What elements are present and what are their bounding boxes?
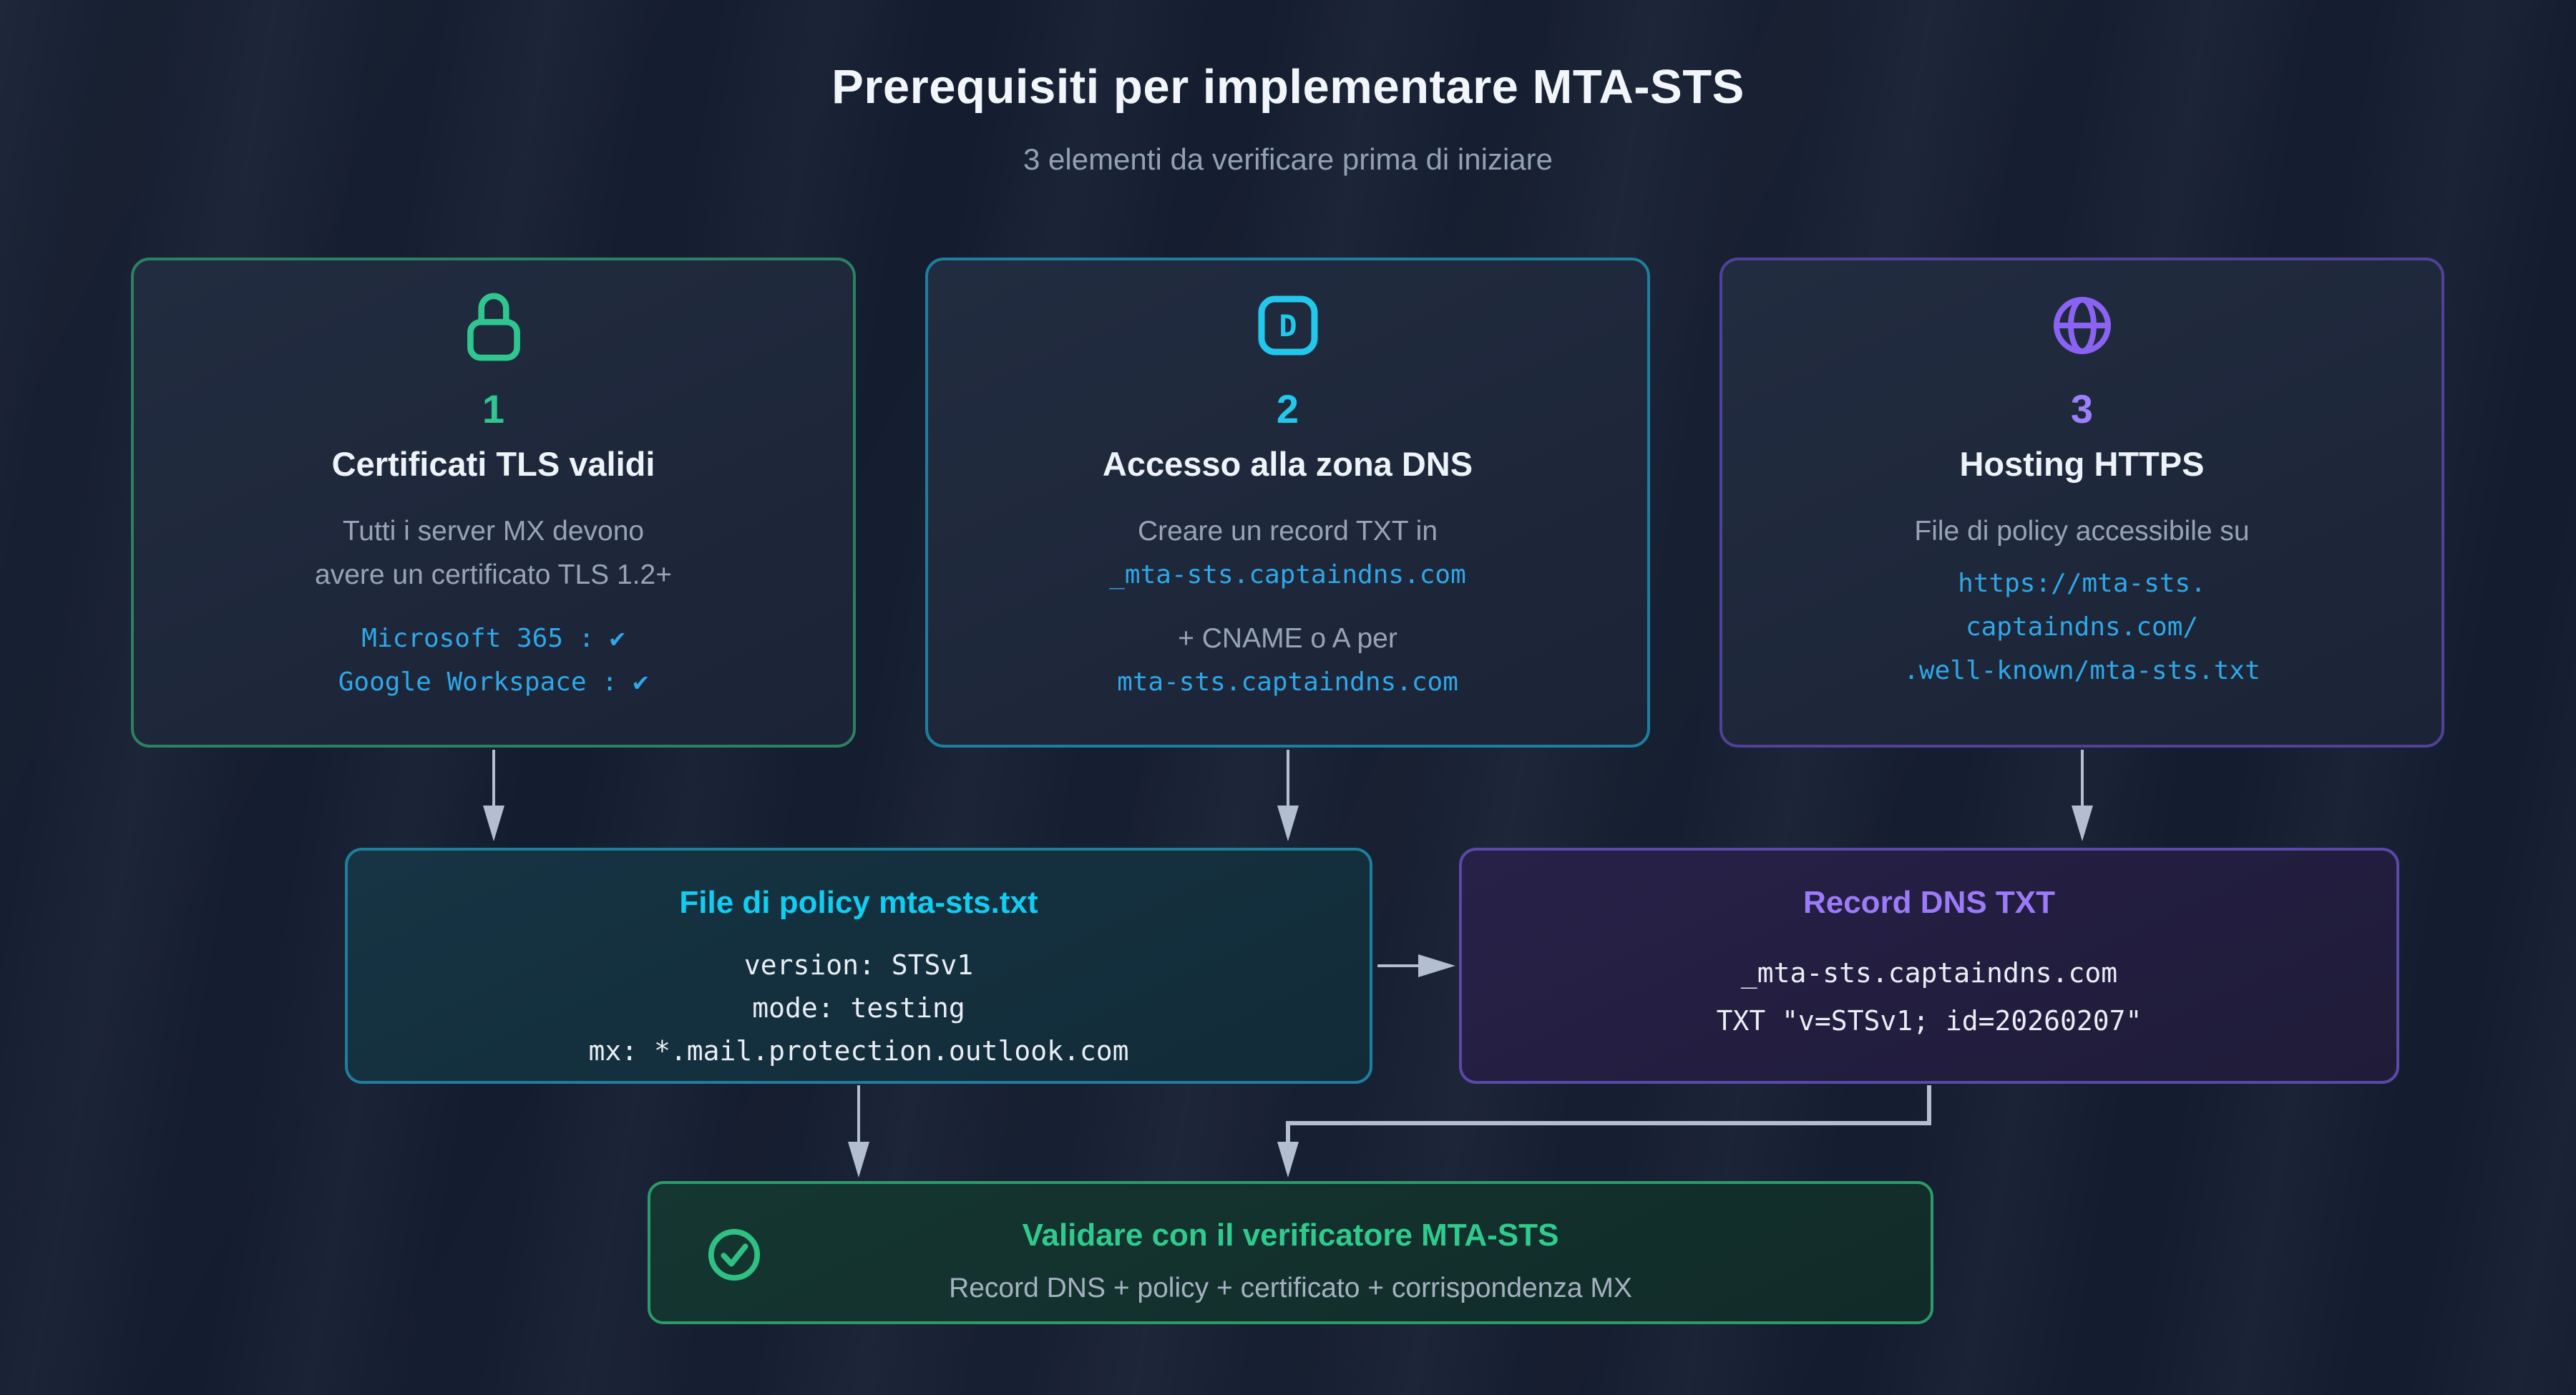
policy-line: mx: *.mail.protection.outlook.com <box>588 1035 1129 1067</box>
card-body-line: Creare un record TXT in <box>1137 516 1438 547</box>
policy-file-box: File di policy mta-sts.txt version: STSv… <box>345 848 1372 1084</box>
card-body-line: File di policy accessibile su <box>1914 516 2250 547</box>
card-description: Tutti i server MX devono avere un certif… <box>134 509 853 704</box>
card-number: 3 <box>2070 386 2094 431</box>
dns-record-contents: _mta-sts.captaindns.com TXT "v=STSv1; id… <box>1462 949 2396 1045</box>
card-body-line: Tutti i server MX devono <box>342 516 645 547</box>
card-title: Certificati TLS validi <box>331 445 655 483</box>
card-https-hosting: 3 Hosting HTTPS File di policy accessibi… <box>1719 258 2444 748</box>
card-description: File di policy accessibile su https://mt… <box>1722 509 2441 692</box>
lock-icon <box>134 283 853 368</box>
dns-record-line: TXT "v=STSv1; id=20260207" <box>1716 1005 2142 1037</box>
validation-box: Validare con il verificatore MTA-STS Rec… <box>648 1181 1933 1324</box>
check-circle-icon <box>706 1227 762 1286</box>
card-title: Hosting HTTPS <box>1959 445 2205 483</box>
page-title: Prerequisiti per implementare MTA-STS <box>831 60 1745 114</box>
card-description: Creare un record TXT in _mta-sts.captain… <box>928 509 1647 704</box>
dns-txt-record-box: Record DNS TXT _mta-sts.captaindns.com T… <box>1459 848 2399 1084</box>
header: Prerequisiti per implementare MTA-STS 3 … <box>0 0 2576 175</box>
globe-icon <box>1722 283 2441 368</box>
dns-hostname: mta-sts.captaindns.com <box>1117 667 1458 697</box>
card-dns-zone-access: D 2 Accesso alla zona DNS Creare un reco… <box>925 258 1650 748</box>
card-number: 2 <box>1276 386 1299 431</box>
policy-url-line: .well-known/mta-sts.txt <box>1903 656 2260 685</box>
validation-title: Validare con il verificatore MTA-STS <box>1022 1218 1559 1253</box>
card-tls-certificates: 1 Certificati TLS validi Tutti i server … <box>131 258 856 748</box>
policy-line: mode: testing <box>752 992 965 1024</box>
policy-file-contents: version: STSv1 mode: testing mx: *.mail.… <box>348 944 1370 1072</box>
policy-line: version: STSv1 <box>743 949 974 981</box>
card-title: Accesso alla zona DNS <box>1102 445 1473 483</box>
card-body-line: avere un certificato TLS 1.2+ <box>315 559 672 590</box>
dns-letter-icon: D <box>928 283 1647 368</box>
arrow-dnsrecord-to-validation <box>1286 1085 1931 1143</box>
dns-record-line: _mta-sts.captaindns.com <box>1740 957 2118 989</box>
page-subtitle: 3 elementi da verificare prima di inizia… <box>1023 142 1553 176</box>
policy-box-title: File di policy mta-sts.txt <box>679 885 1038 920</box>
dns-hostname: _mta-sts.captaindns.com <box>1109 560 1466 589</box>
card-number: 1 <box>482 386 505 431</box>
dns-icon-letter: D <box>1279 308 1297 343</box>
provider-status-line: Google Workspace : ✔ <box>338 667 649 697</box>
provider-status-line: Microsoft 365 : ✔ <box>361 624 625 653</box>
policy-url-line: https://mta-sts. <box>1958 569 2206 598</box>
card-body-line: + CNAME o A per <box>1178 623 1397 654</box>
dns-box-title: Record DNS TXT <box>1802 885 2056 920</box>
validation-subtitle: Record DNS + policy + certificato + corr… <box>949 1273 1632 1303</box>
policy-url-line: captaindns.com/ <box>1965 612 2199 642</box>
